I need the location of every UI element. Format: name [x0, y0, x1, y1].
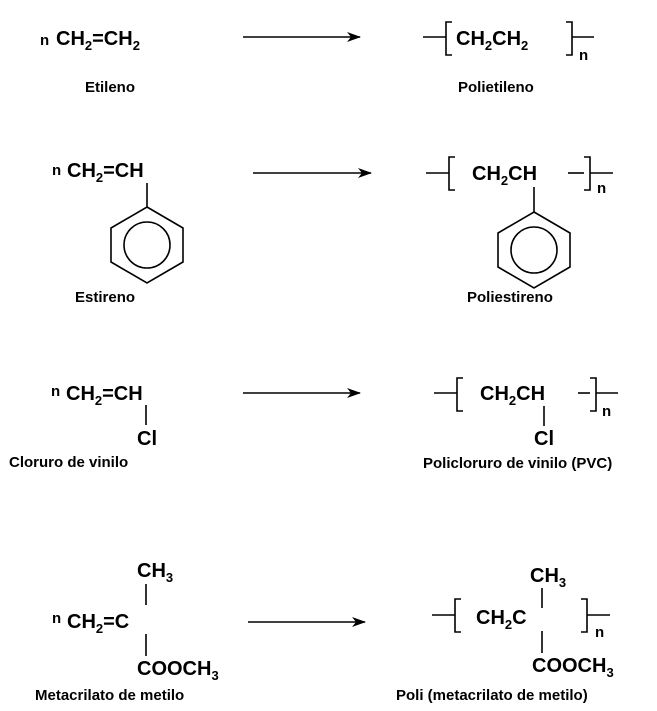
- monomer-formula: CH2=CH: [67, 160, 144, 185]
- polymer-polyethylene: CH2CH2 n Polietileno: [423, 21, 594, 96]
- methyl-group: CH3: [530, 565, 566, 590]
- polymer-name: Policloruro de vinilo (PVC): [423, 455, 612, 472]
- bracket-right: [590, 377, 597, 412]
- monomer-formula: CH2=CH2: [56, 28, 140, 53]
- coefficient-n: n: [52, 610, 61, 627]
- reaction-styrene: n CH2=CH Estireno CH2CH n: [52, 156, 613, 306]
- reaction-methyl-methacrylate: CH3 n CH2=C COOCH3 CH3 CH2C n: [35, 560, 614, 704]
- polymer-name: Poliestireno: [467, 289, 553, 306]
- monomer-styrene: n CH2=CH Estireno: [52, 160, 184, 306]
- polymer-formula: CH2CH2: [456, 28, 528, 53]
- bracket-right: [566, 21, 573, 56]
- monomer-name: Etileno: [85, 79, 135, 96]
- ester-group: COOCH3: [532, 655, 614, 680]
- polymer-pmma: CH3 CH2C n COOCH3: [432, 565, 614, 680]
- substituent-cl: Cl: [534, 428, 554, 450]
- monomer-vinyl-chloride: n CH2=CH Cl Cloruro de vinilo: [9, 383, 157, 471]
- coefficient-n: n: [40, 32, 49, 49]
- benzene-ring-icon: [497, 211, 571, 289]
- monomer-formula: CH2=CH: [66, 383, 143, 408]
- monomer-name: Cloruro de vinilo: [9, 454, 128, 471]
- repeat-n: n: [595, 624, 604, 641]
- polymer-name: Poli (metacrilato de metilo): [396, 687, 588, 704]
- coefficient-n: n: [52, 162, 61, 179]
- monomer-ethylene: n CH2=CH2 Etileno: [40, 28, 140, 96]
- polymer-formula: CH2CH: [472, 163, 537, 188]
- repeat-n: n: [597, 180, 606, 197]
- bracket-right: [581, 598, 588, 633]
- benzene-ring-icon: [110, 206, 184, 284]
- monomer-formula: CH2=C: [67, 611, 129, 636]
- polymer-formula: CH2C: [476, 607, 527, 632]
- polymer-pvc: CH2CH n Cl Policloruro de vinilo (PVC): [423, 377, 618, 472]
- polymer-polystyrene: CH2CH n Poliestireno: [426, 156, 613, 306]
- bracket-left: [454, 598, 461, 633]
- bracket-left: [448, 156, 455, 191]
- repeat-n: n: [602, 403, 611, 420]
- bracket-right: [584, 156, 591, 191]
- methyl-group: CH3: [137, 560, 173, 585]
- polymer-name: Polietileno: [458, 79, 534, 96]
- ester-group: COOCH3: [137, 658, 219, 683]
- monomer-name: Estireno: [75, 289, 135, 306]
- bracket-left: [456, 377, 463, 412]
- monomer-methyl-methacrylate: CH3 n CH2=C COOCH3: [52, 560, 219, 683]
- reaction-vinyl-chloride: n CH2=CH Cl Cloruro de vinilo CH2CH n Cl…: [9, 377, 618, 472]
- repeat-n: n: [579, 47, 588, 64]
- reaction-ethylene: n CH2=CH2 Etileno CH2CH2 n Polietileno: [40, 21, 594, 96]
- coefficient-n: n: [51, 383, 60, 400]
- substituent-cl: Cl: [137, 428, 157, 450]
- bracket-left: [445, 21, 452, 56]
- monomer-name: Metacrilato de metilo: [35, 687, 184, 704]
- polymer-formula: CH2CH: [480, 383, 545, 408]
